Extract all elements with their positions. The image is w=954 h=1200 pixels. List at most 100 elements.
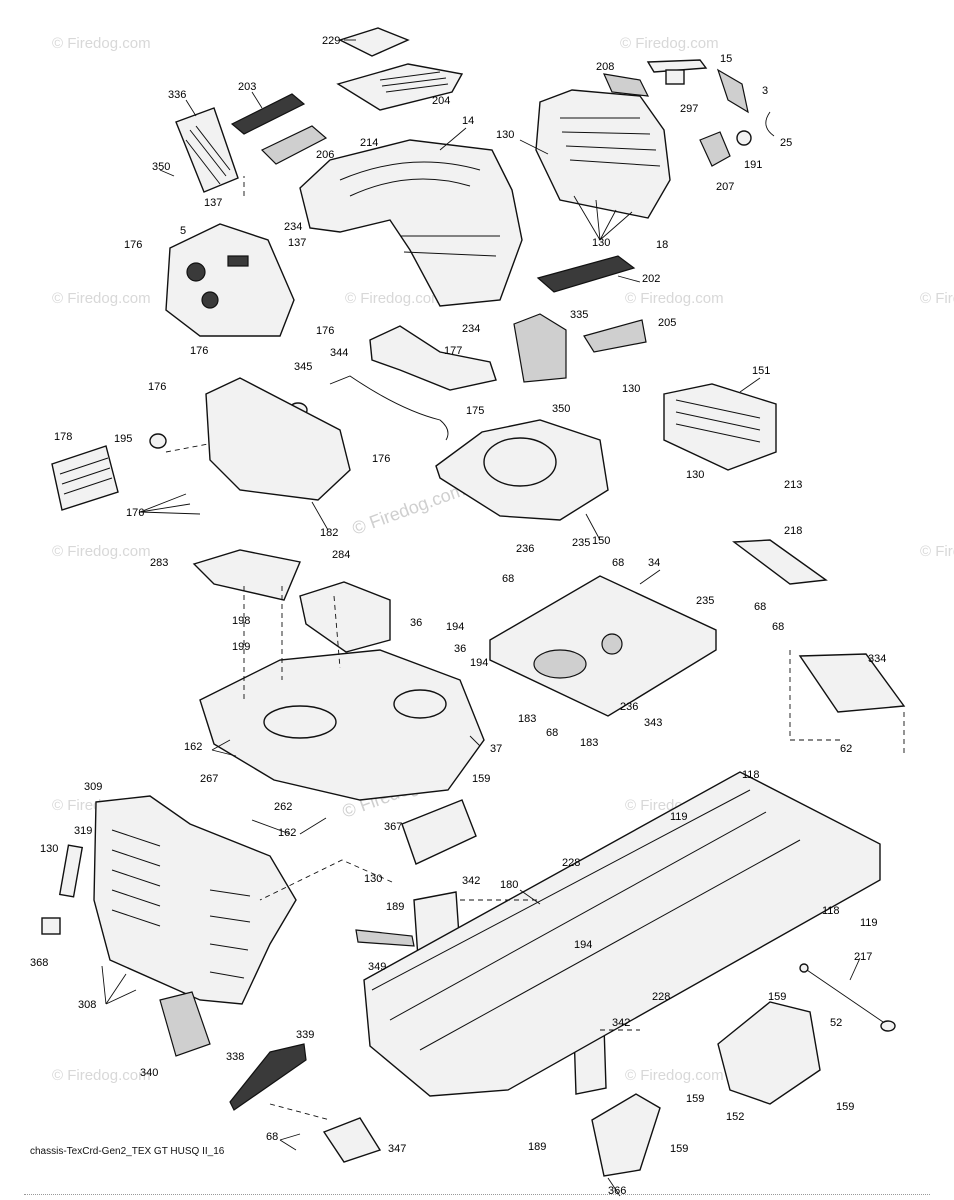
part-208-light-lens: [602, 73, 650, 97]
part-175-bracket: [369, 325, 497, 391]
part-191-bulb: [736, 130, 752, 146]
diagram-linework: [519, 139, 549, 155]
callout-175: 175: [466, 405, 484, 417]
callout-334: 334: [868, 653, 886, 665]
callout-labels: 229 203 336 204 14 208 15 297 3 130 25 1…: [30, 35, 886, 1197]
callout-176: 176: [190, 345, 208, 357]
callout-198: 198: [232, 615, 250, 627]
part-151-bracket: [663, 383, 777, 471]
part-25-spring: [765, 111, 775, 137]
diagram-linework: [279, 1133, 301, 1151]
diagram-linework: [799, 963, 809, 973]
callout-137: 137: [288, 237, 306, 249]
part-152-bracket: [717, 1001, 821, 1105]
callout-336: 336: [168, 89, 186, 101]
callout-342: 342: [612, 1017, 630, 1029]
callout-229: 229: [322, 35, 340, 47]
callout-183: 183: [580, 737, 598, 749]
callout-37: 37: [490, 743, 502, 755]
watermark-text: © Firedog.com: [625, 1067, 724, 1084]
callout-34: 34: [648, 557, 660, 569]
callout-162: 162: [184, 741, 202, 753]
diagram-linework: [371, 789, 801, 1051]
callout-194: 194: [446, 621, 464, 633]
callout-195: 195: [114, 433, 132, 445]
part-368-pad: [41, 917, 61, 935]
diagram-linework: [159, 169, 175, 177]
callout-176: 176: [124, 239, 142, 251]
callout-345: 345: [294, 361, 312, 373]
part-335-vent: [513, 313, 567, 383]
part-207-light: [699, 131, 731, 167]
diagram-caption: chassis-TexCrd-Gen2_TEX GT HUSQ II_16: [30, 1146, 225, 1157]
callout-130: 130: [40, 843, 58, 855]
callout-159: 159: [768, 991, 786, 1003]
callout-208: 208: [596, 61, 614, 73]
part-218-bracket: [732, 539, 828, 585]
diagram-linework: [101, 965, 137, 1005]
diagram-linework: [601, 633, 623, 655]
callout-338: 338: [226, 1051, 244, 1063]
callout-204: 204: [432, 95, 450, 107]
callout-367: 367: [384, 821, 402, 833]
callout-159: 159: [670, 1143, 688, 1155]
part-37-fender: [199, 649, 485, 801]
callout-15: 15: [720, 53, 732, 65]
callout-235: 235: [572, 537, 590, 549]
diagram-linework: [311, 501, 329, 531]
diagram-linework: [560, 117, 661, 167]
callout-36: 36: [410, 617, 422, 629]
part-297-clip: [665, 69, 685, 85]
watermark-text: © Firedog.com: [920, 290, 954, 307]
diagram-linework: [789, 650, 840, 741]
watermark-text: © Firedog.com: [52, 543, 151, 560]
callout-159: 159: [472, 773, 490, 785]
callout-14: 14: [462, 115, 474, 127]
diagram-linework: [739, 377, 761, 393]
part-178-plate: [51, 445, 119, 511]
callout-368: 368: [30, 957, 48, 969]
part-15-trim: [646, 59, 708, 73]
callout-191: 191: [744, 159, 762, 171]
watermark-text: © Firedog.com: [52, 1067, 151, 1084]
diagram-linework: [185, 125, 231, 185]
callout-203: 203: [238, 81, 256, 93]
part-336-vent: [175, 107, 239, 193]
callout-25: 25: [780, 137, 792, 149]
part-18-grille: [535, 89, 671, 219]
diagram-linework: [880, 1020, 896, 1032]
callout-194: 194: [470, 657, 488, 669]
diagram-linework: [209, 889, 251, 979]
callout-183: 183: [518, 713, 536, 725]
callout-194: 194: [574, 939, 592, 951]
part-202-lower-grille: [536, 255, 636, 293]
callout-119: 119: [860, 917, 878, 929]
callout-283: 283: [150, 557, 168, 569]
callout-339: 339: [296, 1029, 314, 1041]
callout-137: 137: [204, 197, 222, 209]
diagram-linework: [111, 829, 161, 927]
callout-206: 206: [316, 149, 334, 161]
callout-235: 235: [696, 595, 714, 607]
diagram-linework: [186, 262, 206, 282]
watermark-text: © Firedog.com: [52, 35, 151, 52]
callout-182: 182: [320, 527, 338, 539]
diagram-linework: [519, 889, 541, 905]
part-195-plug: [149, 433, 167, 449]
callout-177: 177: [444, 345, 462, 357]
callout-151: 151: [752, 365, 770, 377]
diagram-linework: [483, 437, 557, 487]
part-367-plate: [401, 799, 477, 865]
callout-118: 118: [822, 905, 840, 917]
callout-176: 176: [316, 325, 334, 337]
callout-118: 118: [742, 769, 760, 781]
diagram-linework: [185, 99, 197, 117]
callout-68: 68: [612, 557, 624, 569]
diagram-linework: [251, 817, 327, 835]
diagram-linework: [469, 735, 481, 747]
callout-189: 189: [528, 1141, 546, 1153]
callout-228: 228: [652, 991, 670, 1003]
diagram-linework: [165, 443, 209, 453]
callout-297: 297: [680, 103, 698, 115]
part-340-mesh: [159, 991, 211, 1057]
